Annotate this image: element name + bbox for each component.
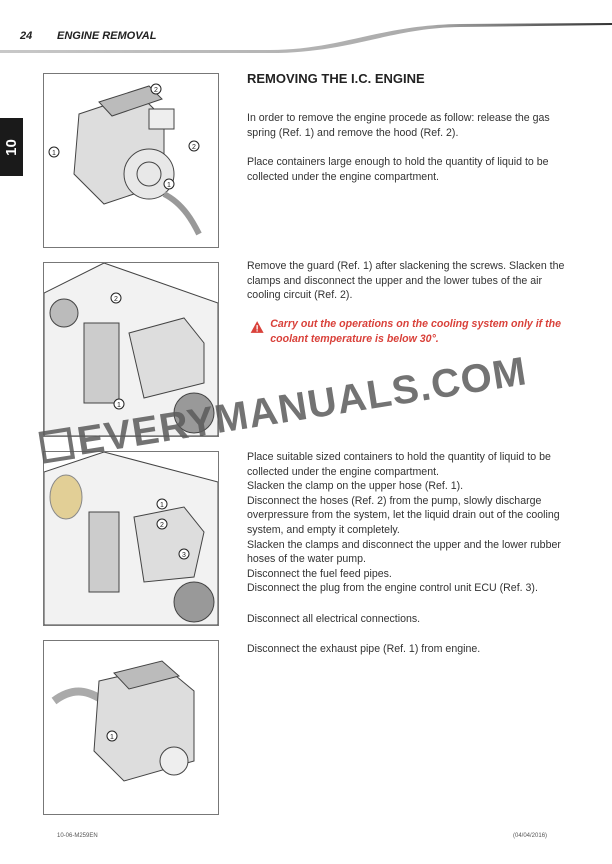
paragraph: Slacken the clamps and disconnect the up… xyxy=(247,538,561,566)
page-number: 24 xyxy=(20,30,33,42)
chapter-number: 10 xyxy=(3,138,20,156)
paragraph: Disconnect the plug from the engine cont… xyxy=(247,582,538,595)
warning-triangle-icon xyxy=(250,321,264,333)
figure-cooling-guard: 2 1 xyxy=(43,262,219,437)
figure-engine-exploded: 2 1 2 1 xyxy=(43,73,219,248)
paragraph: Disconnect the exhaust pipe (Ref. 1) fro… xyxy=(247,643,481,655)
paragraph: Remove the guard (Ref. 1) after slackeni… xyxy=(247,260,565,302)
paragraph: Disconnect the fuel feed pipes. xyxy=(247,567,392,580)
callout: 2 xyxy=(160,522,164,529)
callout: 2 xyxy=(114,296,118,303)
section-title: ENGINE REMOVAL xyxy=(57,30,157,42)
callout: 1 xyxy=(117,402,121,409)
figure-exhaust: 1 xyxy=(43,640,219,815)
chapter-tab: 10 xyxy=(0,118,23,176)
paragraph: Slacken the clamp on the upper hose (Ref… xyxy=(247,480,464,493)
callout: 1 xyxy=(160,502,164,509)
watermark-logo-icon xyxy=(38,427,76,464)
header-swoosh xyxy=(0,23,612,53)
paragraph: Place suitable sized containers to hold … xyxy=(247,451,551,478)
footer-doc-code: 10-06-M259EN xyxy=(57,833,98,839)
callout: 1 xyxy=(167,182,171,189)
paragraph: In order to remove the engine procede as… xyxy=(247,112,550,139)
paragraph: Disconnect all electrical connections. xyxy=(247,613,421,625)
warning-text: Carry out the operations on the cooling … xyxy=(270,318,562,345)
callout: 3 xyxy=(182,552,186,559)
paragraph: Disconnect the hoses (Ref. 2) from the p… xyxy=(247,494,560,536)
watermark: EVERYMANUALS.COM xyxy=(37,349,530,468)
callout: 2 xyxy=(154,87,158,94)
warning-note: Carry out the operations on the cooling … xyxy=(250,317,570,347)
callout: 1 xyxy=(110,734,114,741)
callout: 1 xyxy=(52,150,56,157)
paragraph: Place containers large enough to hold th… xyxy=(247,156,549,183)
callout: 2 xyxy=(192,144,196,151)
footer-date: (04/04/2016) xyxy=(513,833,548,839)
section-heading: REMOVING THE I.C. ENGINE xyxy=(247,71,425,86)
figure-hoses: 1 2 3 xyxy=(43,451,219,626)
